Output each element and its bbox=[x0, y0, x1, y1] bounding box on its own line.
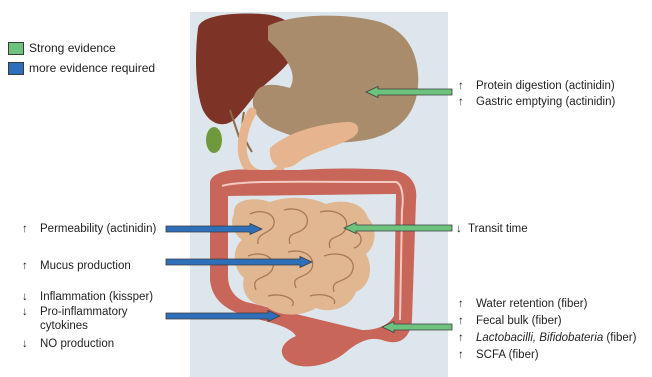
up-arrow-icon: ↑ bbox=[458, 79, 476, 93]
label-no-production: ↓NO production bbox=[22, 337, 114, 351]
legend-item-weak: more evidence required bbox=[8, 58, 155, 78]
legend-swatch-green bbox=[8, 42, 24, 55]
legend-label: Strong evidence bbox=[29, 41, 116, 55]
label-line: Pro-inflammatory bbox=[40, 306, 128, 318]
label-permeability: ↑Permeability (actinidin) bbox=[22, 222, 156, 236]
label-protein-digestion: ↑Protein digestion (actinidin) bbox=[458, 79, 615, 93]
legend: Strong evidence more evidence required bbox=[8, 38, 155, 78]
down-arrow-icon: ↓ bbox=[456, 222, 468, 236]
label-text: Gastric emptying (actinidin) bbox=[476, 95, 615, 109]
label-transit-time: ↓Transit time bbox=[456, 222, 528, 236]
label-text: NO production bbox=[40, 337, 114, 351]
label-suffix: (fiber) bbox=[603, 332, 636, 344]
small-intestine bbox=[232, 198, 375, 315]
legend-item-strong: Strong evidence bbox=[8, 38, 155, 58]
label-mucus-production: ↑Mucus production bbox=[22, 259, 131, 273]
up-arrow-icon: ↑ bbox=[22, 222, 40, 236]
up-arrow-icon: ↑ bbox=[458, 314, 476, 328]
down-arrow-icon: ↓ bbox=[22, 337, 40, 351]
label-text: Pro-inflammatory cytokines bbox=[40, 305, 128, 333]
label-text: Lactobacilli, Bifidobateria (fiber) bbox=[476, 331, 636, 345]
gallbladder-organ bbox=[206, 127, 222, 153]
label-text: Protein digestion (actinidin) bbox=[476, 79, 615, 93]
up-arrow-icon: ↑ bbox=[458, 331, 476, 345]
label-gastric-emptying: ↑Gastric emptying (actinidin) bbox=[458, 95, 615, 109]
down-arrow-icon: ↓ bbox=[22, 305, 40, 319]
up-arrow-icon: ↑ bbox=[458, 297, 476, 311]
up-arrow-icon: ↑ bbox=[458, 95, 476, 109]
label-text: Mucus production bbox=[40, 259, 131, 273]
legend-label: more evidence required bbox=[29, 61, 155, 75]
up-arrow-icon: ↑ bbox=[22, 259, 40, 273]
label-text: Permeability (actinidin) bbox=[40, 222, 156, 236]
label-fecal-bulk: ↑Fecal bulk (fiber) bbox=[458, 314, 562, 328]
label-text: Transit time bbox=[468, 222, 528, 236]
up-arrow-icon: ↑ bbox=[458, 348, 476, 362]
label-inflammation: ↓Inflammation (kissper) bbox=[22, 290, 153, 304]
label-scfa: ↑SCFA (fiber) bbox=[458, 348, 539, 362]
label-text: SCFA (fiber) bbox=[476, 348, 539, 362]
label-pro-inflammatory: ↓Pro-inflammatory cytokines bbox=[22, 305, 128, 333]
label-water-retention: ↑Water retention (fiber) bbox=[458, 297, 587, 311]
label-text: Fecal bulk (fiber) bbox=[476, 314, 562, 328]
label-lactobacilli: ↑Lactobacilli, Bifidobateria (fiber) bbox=[458, 331, 636, 345]
legend-swatch-blue bbox=[8, 62, 24, 75]
label-line: cytokines bbox=[40, 320, 88, 332]
label-text: Inflammation (kissper) bbox=[40, 290, 153, 304]
label-italic: Lactobacilli, Bifidobateria bbox=[476, 332, 603, 344]
down-arrow-icon: ↓ bbox=[22, 290, 40, 304]
label-text: Water retention (fiber) bbox=[476, 297, 587, 311]
